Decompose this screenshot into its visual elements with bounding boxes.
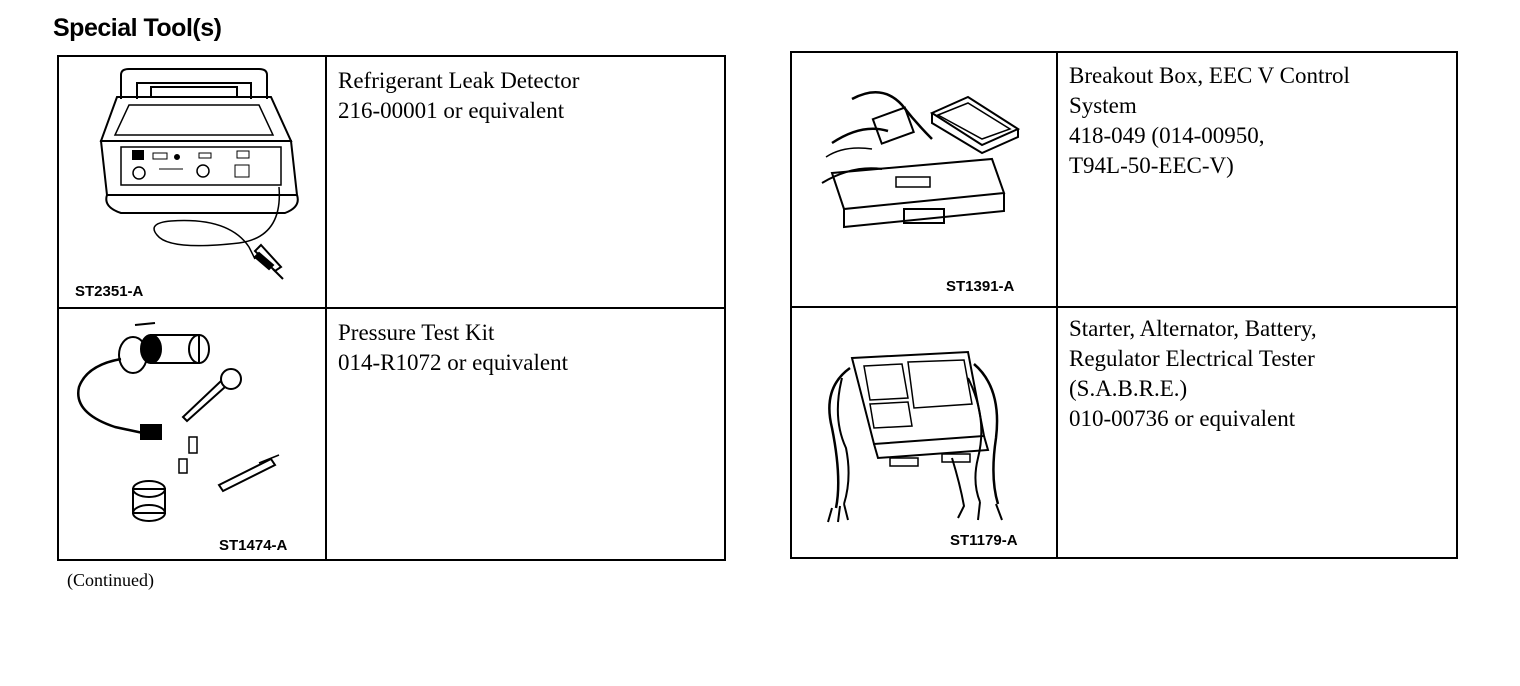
tool-row: ST1179-A Starter, Alternator, Battery, R… — [790, 306, 1458, 559]
tool-part-number: 010-00736 or equivalent — [1069, 406, 1296, 431]
tool-row: ST1391-A Breakout Box, EEC V Control Sys… — [790, 51, 1458, 308]
pressure-test-kit-illustration — [77, 322, 280, 522]
tool-name: Pressure Test Kit — [338, 320, 495, 345]
tool-row: ST1474-A Pressure Test Kit 014-R1072 or … — [57, 307, 726, 561]
tool-part-number: 014-R1072 or equivalent — [338, 350, 568, 375]
tool-description-cell: Pressure Test Kit 014-R1072 or equivalen… — [325, 307, 726, 561]
tool-part-number: 216-00001 or equivalent — [338, 98, 565, 123]
tool-description-cell: Refrigerant Leak Detector 216-00001 or e… — [325, 55, 726, 309]
figure-id: ST1474-A — [219, 537, 288, 554]
figure-id: ST1391-A — [946, 278, 1015, 295]
tool-part-number: T94L-50-EEC-V) — [1069, 153, 1234, 178]
tool-name-line: Regulator Electrical Tester — [1069, 346, 1315, 371]
tool-name: Refrigerant Leak Detector — [338, 68, 580, 93]
tool-name-line: Breakout Box, EEC V Control — [1069, 63, 1350, 88]
refrigerant-leak-detector-illustration — [99, 68, 299, 280]
continued-note: (Continued) — [67, 570, 154, 590]
tool-part-number: 418-049 (014-00950, — [1069, 123, 1265, 148]
sabre-tester-illustration — [827, 350, 1003, 523]
tool-description-cell: Breakout Box, EEC V Control System 418-0… — [1056, 51, 1458, 308]
special-tools-table-left: ST2351-A Refrigerant Leak Detector 216-0… — [57, 55, 726, 561]
tool-illustration-cell: ST1179-A — [790, 306, 1058, 559]
page-heading: Special Tool(s) — [53, 14, 222, 42]
tool-name-line: Starter, Alternator, Battery, — [1069, 316, 1317, 341]
tool-illustration-cell: ST1391-A — [790, 51, 1058, 308]
figure-id: ST1179-A — [950, 532, 1018, 549]
tool-name-line: System — [1069, 93, 1137, 118]
tool-illustration-cell: ST2351-A — [57, 55, 327, 309]
breakout-box-illustration — [821, 91, 1021, 229]
tool-row: ST2351-A Refrigerant Leak Detector 216-0… — [57, 55, 726, 309]
figure-id: ST2351-A — [75, 283, 144, 300]
tool-name-line: (S.A.B.R.E.) — [1069, 376, 1188, 401]
tool-illustration-cell: ST1474-A — [57, 307, 327, 561]
special-tools-table-right: ST1391-A Breakout Box, EEC V Control Sys… — [790, 51, 1458, 559]
tool-description-cell: Starter, Alternator, Battery, Regulator … — [1056, 306, 1458, 559]
